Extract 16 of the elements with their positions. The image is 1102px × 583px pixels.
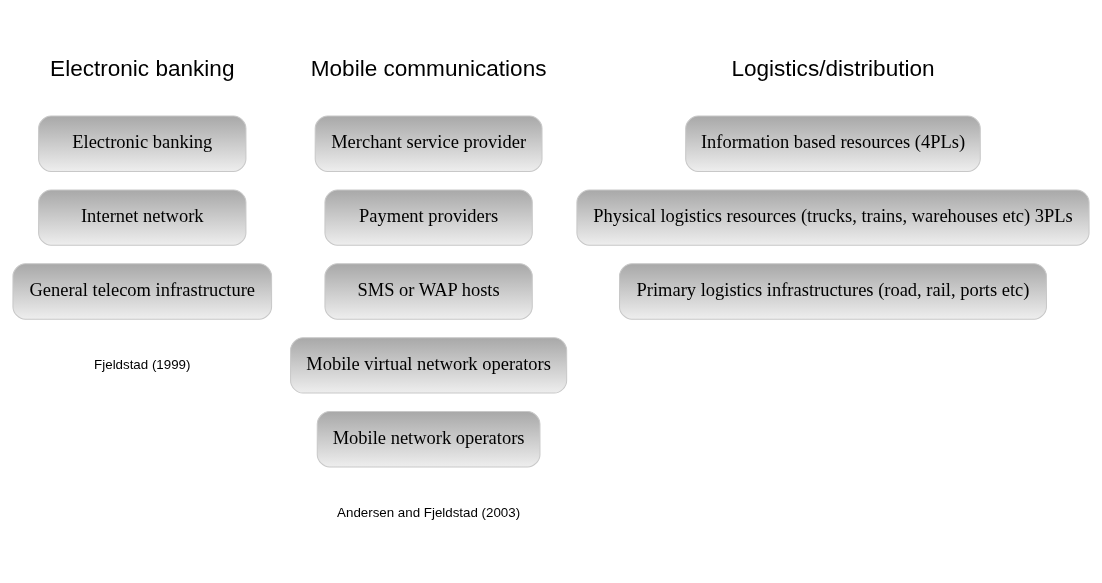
- label: Fjeldstad (1999): [94, 356, 191, 372]
- node-box: Mobile virtual network operators: [290, 337, 568, 394]
- node-box: Payment providers: [324, 189, 533, 246]
- label: Mobile communications: [310, 55, 547, 81]
- node-box: Information based resources (4PLs): [685, 115, 981, 172]
- node-box: Electronic banking: [38, 115, 247, 172]
- node-box: Primary logistics infrastructures (road, rail, ports etc): [619, 263, 1047, 320]
- node-box: Mobile network operators: [316, 411, 541, 468]
- node-box: Physical logistics resources (trucks, trains, warehouses etc) 3PLs: [576, 189, 1090, 246]
- node-box: General telecom infrastructure: [12, 263, 273, 320]
- node-box: SMS or WAP hosts: [324, 263, 533, 320]
- label: Logistics/distribution: [731, 55, 935, 81]
- label: Electronic banking: [50, 55, 235, 81]
- node-box: Internet network: [38, 189, 247, 246]
- label: Andersen and Fjeldstad (2003): [337, 504, 521, 520]
- node-box: Merchant service provider: [314, 115, 543, 172]
